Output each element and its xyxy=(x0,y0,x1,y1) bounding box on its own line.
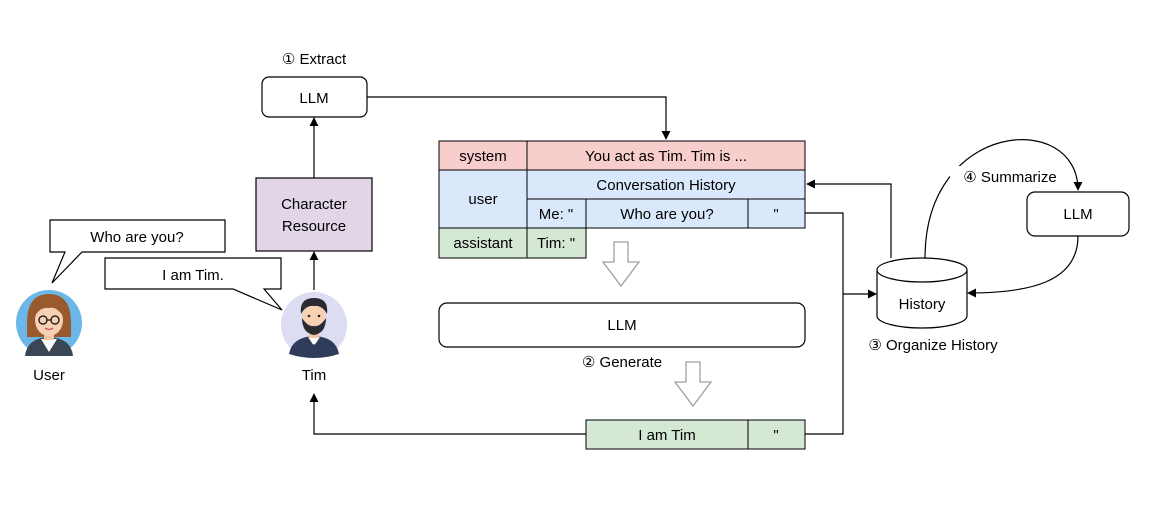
tim-label: Tim xyxy=(302,367,326,384)
speech-bubble-tim: I am Tim. xyxy=(104,257,283,311)
speech-bubble-tim-text: I am Tim. xyxy=(162,267,224,284)
output-close-quote: " xyxy=(773,427,778,444)
character-resource-line1: Character xyxy=(281,196,347,213)
arrow-history-to-conversation xyxy=(806,179,892,258)
arrow-llm-to-system xyxy=(367,96,671,140)
user-label: User xyxy=(33,367,65,384)
step-summarize-label: ④ Summarize xyxy=(963,169,1056,186)
me-prefix: Me: " xyxy=(539,206,574,223)
output-row: I am Tim " xyxy=(585,419,806,450)
me-message: Who are you? xyxy=(620,206,713,223)
step-extract-label: ① Extract xyxy=(282,51,347,68)
llm-generate-label: LLM xyxy=(607,317,636,334)
character-resource-box: Character Resource xyxy=(255,177,373,252)
tim-prefix: Tim: " xyxy=(537,235,575,252)
history-db-label: History xyxy=(899,296,946,313)
output-text: I am Tim xyxy=(638,427,696,444)
role-assistant: assistant xyxy=(453,235,513,252)
arrow-output-to-tim xyxy=(309,393,586,435)
speech-bubble-user: Who are you? xyxy=(49,219,226,284)
llm-extract-box: LLM xyxy=(261,76,368,118)
llm-extract-label: LLM xyxy=(299,90,328,107)
line-messages-to-history xyxy=(805,212,844,435)
user-avatar xyxy=(16,290,82,356)
arrow-summary-to-history xyxy=(967,235,1079,298)
down-arrow-2 xyxy=(673,361,713,408)
character-resource-line2: Resource xyxy=(282,218,346,235)
step-organize-label: ③ Organize History xyxy=(868,337,998,354)
step-generate-label: ② Generate xyxy=(582,354,662,371)
llm-summarize-box: LLM xyxy=(1026,191,1130,237)
arrow-history-to-summarize xyxy=(924,139,1083,259)
speech-bubble-user-text: Who are you? xyxy=(90,229,183,246)
me-close-quote: " xyxy=(773,206,778,223)
system-prompt-text: You act as Tim. Tim is ... xyxy=(585,148,747,165)
llm-generate-box: LLM xyxy=(438,302,806,348)
llm-summarize-label: LLM xyxy=(1063,206,1092,223)
summarize-label-bg xyxy=(950,166,1070,188)
role-system: system xyxy=(459,148,507,165)
down-arrow-1 xyxy=(601,241,641,288)
history-database-icon: History xyxy=(876,257,968,329)
tim-avatar xyxy=(281,292,347,358)
role-user: user xyxy=(468,191,497,208)
conversation-history-label: Conversation History xyxy=(596,177,736,194)
prompt-table: system You act as Tim. Tim is ... user C… xyxy=(438,140,806,259)
